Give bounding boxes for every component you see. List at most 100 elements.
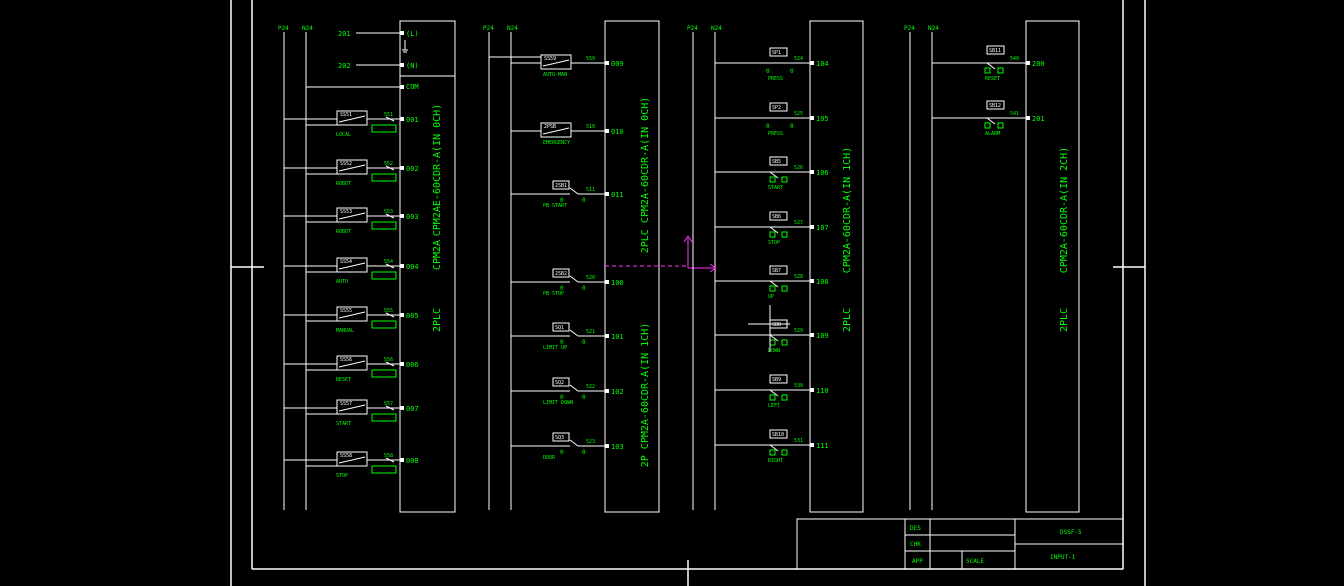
device-tag: SS54 bbox=[340, 259, 352, 265]
selector-switch-box bbox=[336, 399, 368, 415]
wire-number: 527 bbox=[794, 220, 803, 226]
wire-number: 530 bbox=[794, 383, 803, 389]
terminal-square bbox=[400, 117, 404, 121]
input-address: 010 bbox=[611, 128, 624, 136]
contact-mark: 0 bbox=[582, 394, 586, 401]
bus-p24-label: P24 bbox=[483, 25, 494, 32]
bus-p24-label: P24 bbox=[278, 25, 289, 32]
wire-number: 541 bbox=[1010, 111, 1019, 117]
input-address: 002 bbox=[406, 165, 419, 173]
device-tag: SB7 bbox=[772, 268, 781, 274]
contact-blade bbox=[385, 457, 395, 463]
input-caption: LEFT bbox=[768, 403, 780, 409]
wire-number: 559 bbox=[586, 56, 595, 62]
drawing-frame bbox=[230, 0, 1146, 586]
indicator-box bbox=[371, 320, 397, 329]
input-caption: STOP bbox=[768, 240, 780, 246]
contact-mark: 0 bbox=[582, 197, 586, 204]
input-address: 107 bbox=[816, 224, 829, 232]
title-row-label-4: SCALE bbox=[966, 558, 984, 565]
wire-number: 553 bbox=[384, 209, 393, 215]
terminal-square bbox=[605, 61, 609, 65]
indicator-box bbox=[371, 369, 397, 378]
input-address: 104 bbox=[816, 60, 829, 68]
selector-switch-box bbox=[336, 355, 368, 371]
input-caption: ROBOT bbox=[336, 181, 351, 187]
pushbutton-mark bbox=[781, 176, 788, 183]
indicator-box bbox=[371, 221, 397, 230]
input-address: 109 bbox=[816, 332, 829, 340]
terminal-square bbox=[1026, 61, 1030, 65]
pushbutton-mark bbox=[769, 339, 776, 346]
pushbutton-contact bbox=[986, 117, 996, 125]
input-address: 103 bbox=[611, 443, 624, 451]
drawing-number: DSSF-5 bbox=[1060, 529, 1082, 536]
terminal-square bbox=[400, 313, 404, 317]
device-tag-box bbox=[769, 265, 788, 275]
device-tag: SS52 bbox=[340, 161, 352, 167]
pushbutton-contact bbox=[986, 62, 996, 70]
selector-switch-box bbox=[336, 306, 368, 322]
indicator-box bbox=[371, 465, 397, 474]
pushbutton-mark bbox=[769, 231, 776, 238]
device-tag-box bbox=[552, 432, 570, 442]
pushbutton-mark bbox=[984, 67, 991, 74]
indicator-box bbox=[371, 173, 397, 182]
device-tag-box bbox=[769, 429, 788, 439]
selector-switch-box bbox=[336, 451, 368, 467]
pushbutton-contact bbox=[769, 389, 779, 397]
bus-n24-label: N24 bbox=[507, 25, 518, 32]
device-tag: SP1 bbox=[772, 50, 781, 56]
switch-contact bbox=[542, 59, 570, 67]
selector-switch-box bbox=[336, 110, 368, 126]
contact-mark: 0 bbox=[560, 197, 564, 204]
terminal-square bbox=[810, 116, 814, 120]
wire-number: 531 bbox=[794, 438, 803, 444]
wire-number: 540 bbox=[1010, 56, 1019, 62]
contact-mark: 0 bbox=[766, 68, 770, 75]
contact-blade bbox=[385, 405, 395, 411]
input-caption: LIMIT UP bbox=[543, 345, 567, 351]
wire-number: 554 bbox=[384, 259, 393, 265]
contact-blade bbox=[569, 187, 579, 195]
pushbutton-contact bbox=[769, 334, 779, 342]
contact-blade bbox=[569, 275, 579, 283]
module1-name-bottom: 2PLC bbox=[432, 308, 443, 332]
pushbutton-mark bbox=[984, 122, 991, 129]
input-caption: ROBOT bbox=[336, 229, 351, 235]
terminal-square bbox=[810, 443, 814, 447]
selector-switch-box bbox=[336, 257, 368, 273]
device-tag: SS59 bbox=[544, 56, 556, 62]
terminal-square bbox=[810, 225, 814, 229]
terminal-square bbox=[605, 192, 609, 196]
device-tag: SS53 bbox=[340, 209, 352, 215]
switch-contact bbox=[338, 115, 366, 123]
contact-blade bbox=[385, 116, 395, 122]
contact-blade bbox=[385, 165, 395, 171]
bus-n24-label: N24 bbox=[928, 25, 939, 32]
device-tag-box bbox=[769, 211, 788, 221]
com-label: COM bbox=[406, 83, 419, 91]
device-tag: SB10 bbox=[772, 432, 784, 438]
input-address: 007 bbox=[406, 405, 419, 413]
input-address: 001 bbox=[406, 116, 419, 124]
input-caption: PRESS bbox=[768, 131, 783, 137]
terminal-square bbox=[400, 85, 404, 89]
module3-name-bottom: 2PLC bbox=[842, 308, 853, 332]
selector-switch-box bbox=[336, 159, 368, 175]
contact-mark: 0 bbox=[766, 123, 770, 130]
module3-name-top: CPM2A-60CDR-A(IN 1CH) bbox=[842, 147, 853, 273]
wire-number: 522 bbox=[586, 384, 595, 390]
pushbutton-mark bbox=[781, 231, 788, 238]
terminal-square bbox=[810, 279, 814, 283]
pushbutton-mark bbox=[997, 122, 1004, 129]
input-address: 008 bbox=[406, 457, 419, 465]
terminal-square bbox=[605, 280, 609, 284]
contact-mark: 0 bbox=[560, 394, 564, 401]
device-tag: SS51 bbox=[340, 112, 352, 118]
wire-number: 521 bbox=[586, 329, 595, 335]
module1-side-text: CPM2A bbox=[432, 240, 443, 270]
switch-contact bbox=[338, 164, 366, 172]
device-tag: SQ3 bbox=[555, 435, 564, 441]
